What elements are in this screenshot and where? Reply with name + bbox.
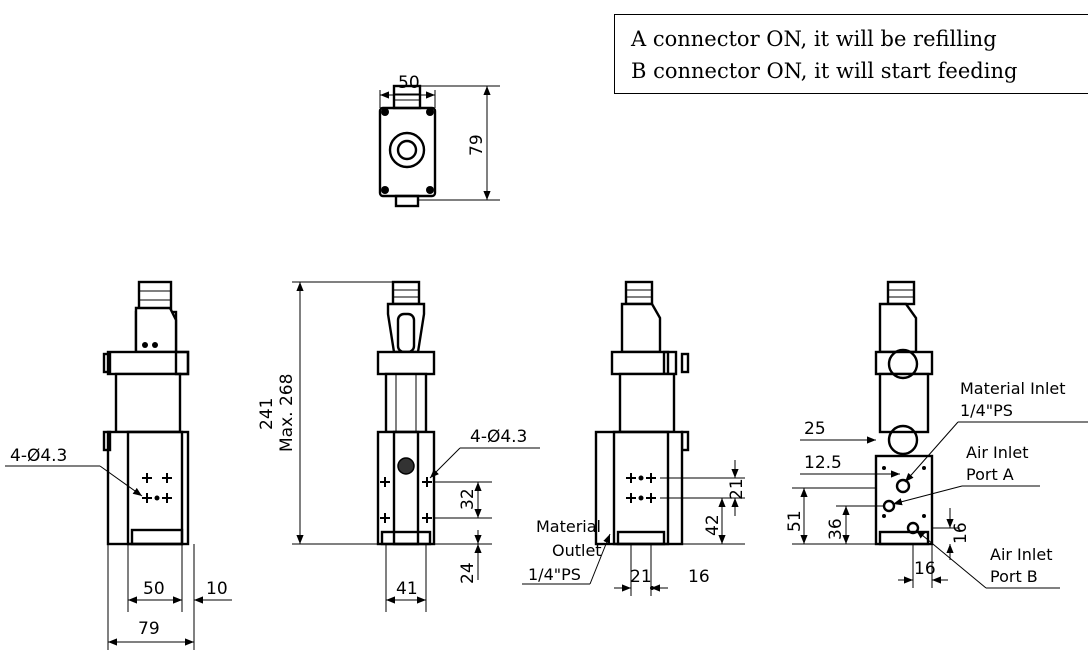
left-offset-dim: 10 <box>206 579 228 599</box>
front-view: 241 Max. 268 4-Ø4.3 32 24 41 <box>257 280 540 612</box>
air-inlet-b-label-2: Port B <box>990 567 1038 586</box>
material-inlet-label-2: 1/4"PS <box>960 401 1013 420</box>
front-width-dim: 41 <box>396 579 418 599</box>
rear-dim-16-horizontal: 16 <box>914 559 936 579</box>
left-view: 4-Ø4.3 50 10 79 <box>5 280 232 650</box>
left-holes-label: 4-Ø4.3 <box>10 446 67 466</box>
left-overall-width-dim: 79 <box>138 619 160 639</box>
air-inlet-a-label-2: Port A <box>966 465 1014 484</box>
front-max-height-dim: Max. 268 <box>277 374 297 452</box>
rear-view: 25 12.5 51 36 16 16 Material Inlet 1/4"P… <box>785 280 1088 589</box>
note-feeding: B connector ON, it will start feeding <box>631 59 1018 83</box>
front-height-dim: 241 <box>257 398 277 430</box>
outlet-label-1: Material <box>536 517 601 536</box>
side-width-b-dim: 16 <box>688 567 710 587</box>
material-inlet-label-1: Material Inlet <box>960 379 1066 398</box>
front-hole-spacing-dim: 32 <box>458 488 478 510</box>
air-inlet-b-label-1: Air Inlet <box>990 545 1052 564</box>
side-spacing-b-dim: 42 <box>703 514 723 536</box>
outlet-label-3: 1/4"PS <box>528 565 581 584</box>
top-view: 50 79 <box>378 73 500 208</box>
outlet-label-2: Outlet <box>552 541 602 560</box>
air-inlet-a-label-1: Air Inlet <box>966 443 1028 462</box>
operation-note-box: A connector ON, it will be refilling B c… <box>614 14 1088 94</box>
top-height-dim: 79 <box>467 134 487 156</box>
rear-dim-16-vertical: 16 <box>951 522 971 544</box>
top-width-dim: 50 <box>398 73 420 93</box>
rear-dim-25: 25 <box>804 419 826 439</box>
note-refilling: A connector ON, it will be refilling <box>631 27 997 51</box>
rear-dim-36: 36 <box>826 518 846 540</box>
rear-dim-51: 51 <box>785 510 805 532</box>
left-inner-width-dim: 50 <box>143 579 165 599</box>
front-bottom-dim: 24 <box>458 562 478 584</box>
side-view: 21 42 21 16 Material Outlet 1/4"PS <box>522 280 747 596</box>
rear-dim-125: 12.5 <box>804 453 842 473</box>
side-spacing-a-dim: 21 <box>727 478 747 500</box>
front-holes-label: 4-Ø4.3 <box>470 427 527 447</box>
side-width-a-dim: 21 <box>630 567 652 587</box>
